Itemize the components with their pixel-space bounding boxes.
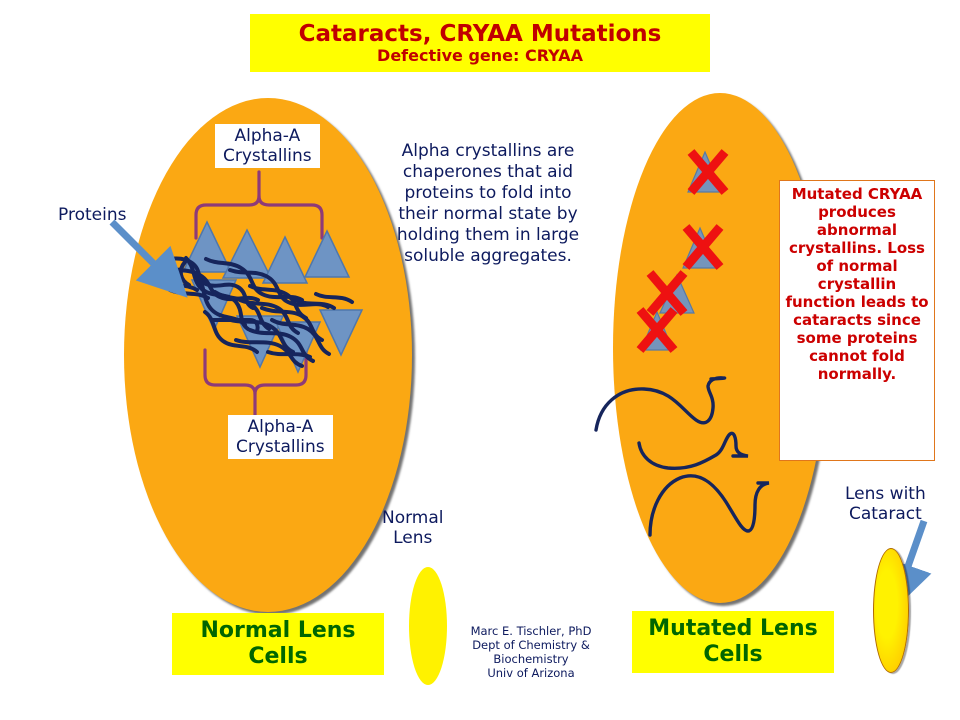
credit-line-1: Marc E. Tischler, PhD — [470, 624, 592, 638]
top-crystallin-brace — [194, 170, 324, 240]
mutation-description-box: Mutated CRYAA produces abnormal crystall… — [779, 180, 935, 461]
normal-lens-cells-text: Normal Lens Cells — [200, 618, 356, 669]
cataract-lens-arrow — [885, 519, 932, 612]
x-mark — [687, 149, 729, 195]
chaperone-explanation-text: Alpha crystallins are chaperones that ai… — [396, 141, 580, 266]
normal-lens-cell-shape — [124, 98, 412, 612]
credit-line-3: Biochemistry — [493, 652, 569, 666]
normal-lens-label: Normal Lens — [382, 508, 444, 548]
page-subtitle: Defective gene: CRYAA — [377, 45, 583, 65]
author-credit: Marc E. Tischler, PhD Dept of Chemistry … — [448, 624, 614, 680]
credit-line-4: Univ of Arizona — [487, 666, 575, 680]
cataract-lens-shape — [873, 548, 909, 673]
proteins-arrow — [109, 219, 188, 298]
alpha-a-top-text: Alpha-A Crystallins — [223, 126, 312, 166]
x-marks-group — [636, 149, 729, 353]
normal-lens-cells-box: Normal Lens Cells — [172, 613, 384, 675]
crystallin-triangle — [261, 235, 309, 284]
bottom-crystallin-brace — [203, 348, 308, 420]
x-mark — [636, 307, 678, 353]
x-mark — [682, 224, 724, 270]
title-banner: Cataracts, CRYAA Mutations Defective gen… — [250, 14, 710, 72]
unfolded-strand — [637, 431, 749, 471]
mutated-lens-cells-box: Mutated Lens Cells — [632, 611, 834, 673]
normal-lens-shape — [409, 567, 447, 685]
cataract-lens-label: Lens with Cataract — [845, 484, 926, 524]
crystallin-triangle — [303, 229, 351, 278]
unfolded-protein-strands — [594, 376, 770, 537]
x-mark — [646, 270, 688, 316]
unfolded-strand — [648, 474, 770, 537]
mutated-lens-cells-text: Mutated Lens Cells — [648, 616, 818, 667]
credit-line-2: Dept of Chemistry & — [472, 638, 590, 652]
crystallin-triangle — [181, 220, 233, 273]
alpha-a-bottom-text: Alpha-A Crystallins — [236, 417, 325, 457]
proteins-label: Proteins — [58, 205, 127, 225]
alpha-a-crystallins-label-top: Alpha-A Crystallins — [215, 124, 320, 168]
crystallin-triangle — [318, 309, 364, 357]
unfolded-strand — [594, 376, 727, 432]
page-title: Cataracts, CRYAA Mutations — [298, 20, 662, 47]
alpha-a-crystallins-label-bottom: Alpha-A Crystallins — [228, 415, 333, 459]
